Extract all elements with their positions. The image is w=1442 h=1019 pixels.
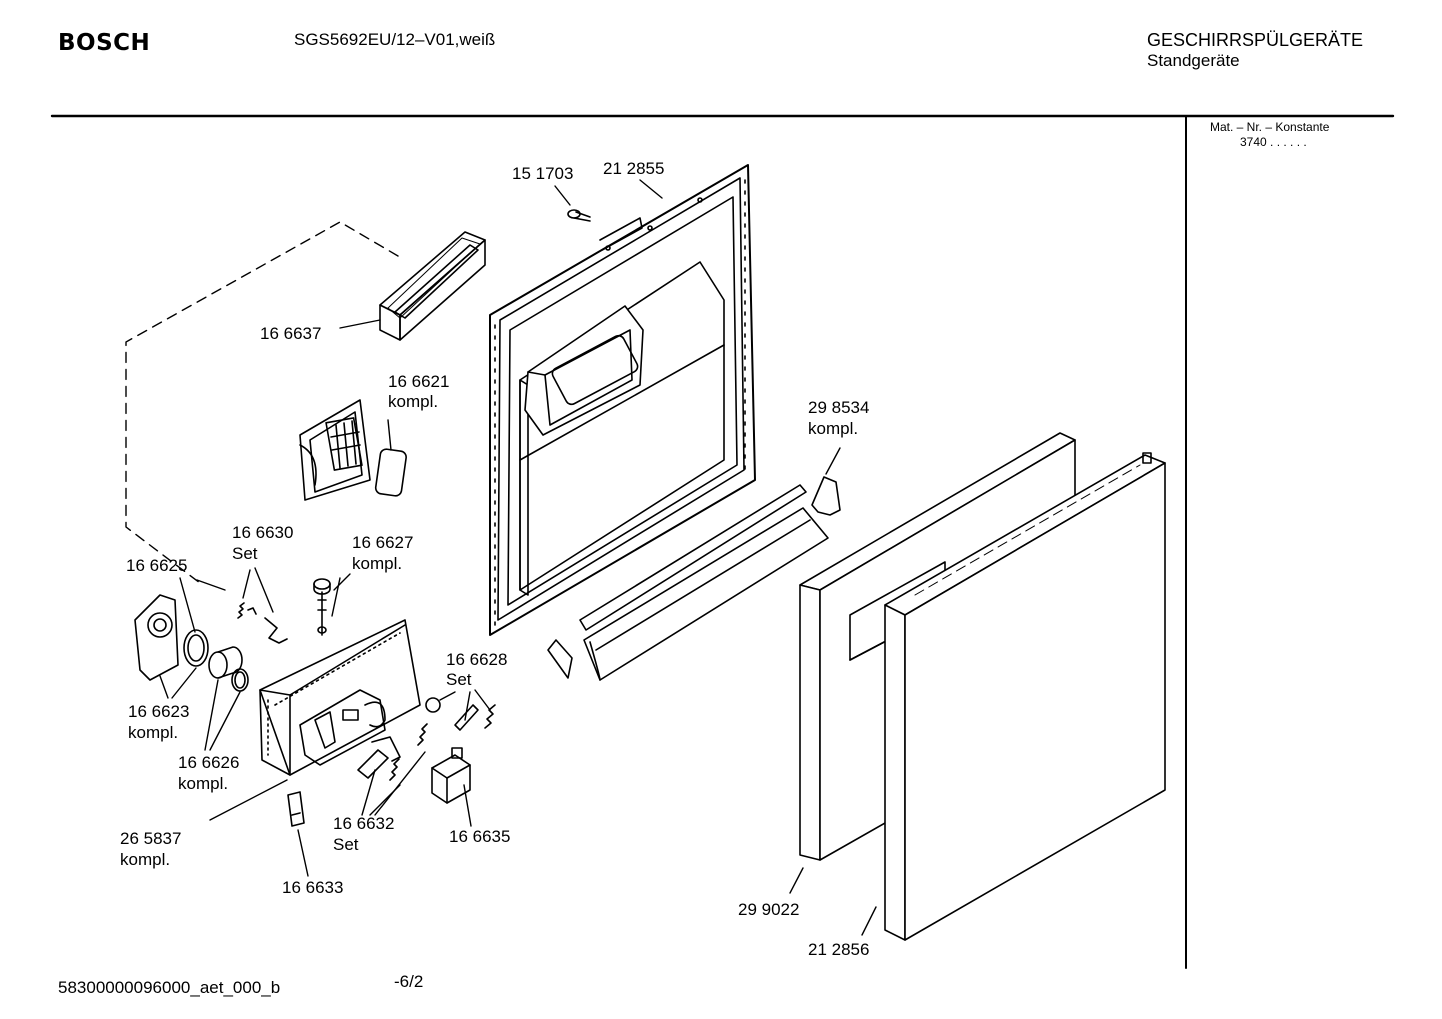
- label-166633: 16 6633: [282, 878, 343, 897]
- retaining-clip: [287, 791, 305, 827]
- solenoid-actuator: [431, 747, 471, 804]
- model-number: SGS5692EU/12–V01,weiß: [294, 30, 496, 49]
- inner-door-panel: [489, 164, 756, 636]
- mat-value: 3740 . . . . . .: [1240, 135, 1307, 149]
- label-298534: 29 8534: [808, 398, 869, 417]
- label-166621: 16 6621: [388, 372, 449, 391]
- label-166628-note: Set: [446, 670, 472, 689]
- page-number: -6/2: [394, 972, 424, 991]
- mat-label: Mat. – Nr. – Konstante: [1210, 120, 1330, 134]
- label-265837: 26 5837: [120, 829, 181, 848]
- label-166625: 16 6625: [126, 556, 187, 575]
- brand-logo: BOSCH: [58, 30, 151, 56]
- label-166628: 16 6628: [446, 650, 507, 669]
- label-166632-note: Set: [333, 835, 359, 854]
- label-299022: 29 9022: [738, 900, 799, 919]
- label-166630: 16 6630: [232, 523, 293, 542]
- dispenser-lid: [299, 399, 407, 501]
- category-title: GESCHIRRSPÜLGERÄTE: [1147, 30, 1364, 50]
- label-212855: 21 2855: [603, 159, 664, 178]
- leader-lines: [159, 179, 877, 936]
- label-166626: 16 6626: [178, 753, 239, 772]
- door-trim-rails: [579, 484, 829, 681]
- front-door-panel: [884, 452, 1166, 941]
- dispenser-housing: [259, 619, 421, 776]
- actuator-pin: [313, 578, 331, 636]
- label-166637: 16 6637: [260, 324, 321, 343]
- label-166632: 16 6632: [333, 814, 394, 833]
- label-166623: 16 6623: [128, 702, 189, 721]
- assembly-guide-line: [125, 221, 399, 584]
- screw-part: [567, 209, 591, 222]
- label-166635: 16 6635: [449, 827, 510, 846]
- seal-ring: [183, 629, 209, 667]
- spring-lever-set: [357, 723, 428, 781]
- gasket-frame: [379, 231, 486, 341]
- label-166627: 16 6627: [352, 533, 413, 552]
- label-166630-note: Set: [232, 544, 258, 563]
- label-166627-note: kompl.: [352, 554, 402, 573]
- label-298534-note: kompl.: [808, 419, 858, 438]
- valve-body: [208, 646, 249, 692]
- label-265837-note: kompl.: [120, 850, 170, 869]
- label-166623-note: kompl.: [128, 723, 178, 742]
- category-subtitle: Standgeräte: [1147, 51, 1240, 70]
- label-166626-note: kompl.: [178, 774, 228, 793]
- doc-id: 58300000096000_aet_000_b: [58, 978, 281, 997]
- label-151703: 15 1703: [512, 164, 573, 183]
- hinge-bracket: [547, 476, 841, 679]
- dispenser-cover: [134, 594, 179, 681]
- spring-set: [237, 602, 288, 644]
- label-166621-note: kompl.: [388, 392, 438, 411]
- label-212856: 21 2856: [808, 940, 869, 959]
